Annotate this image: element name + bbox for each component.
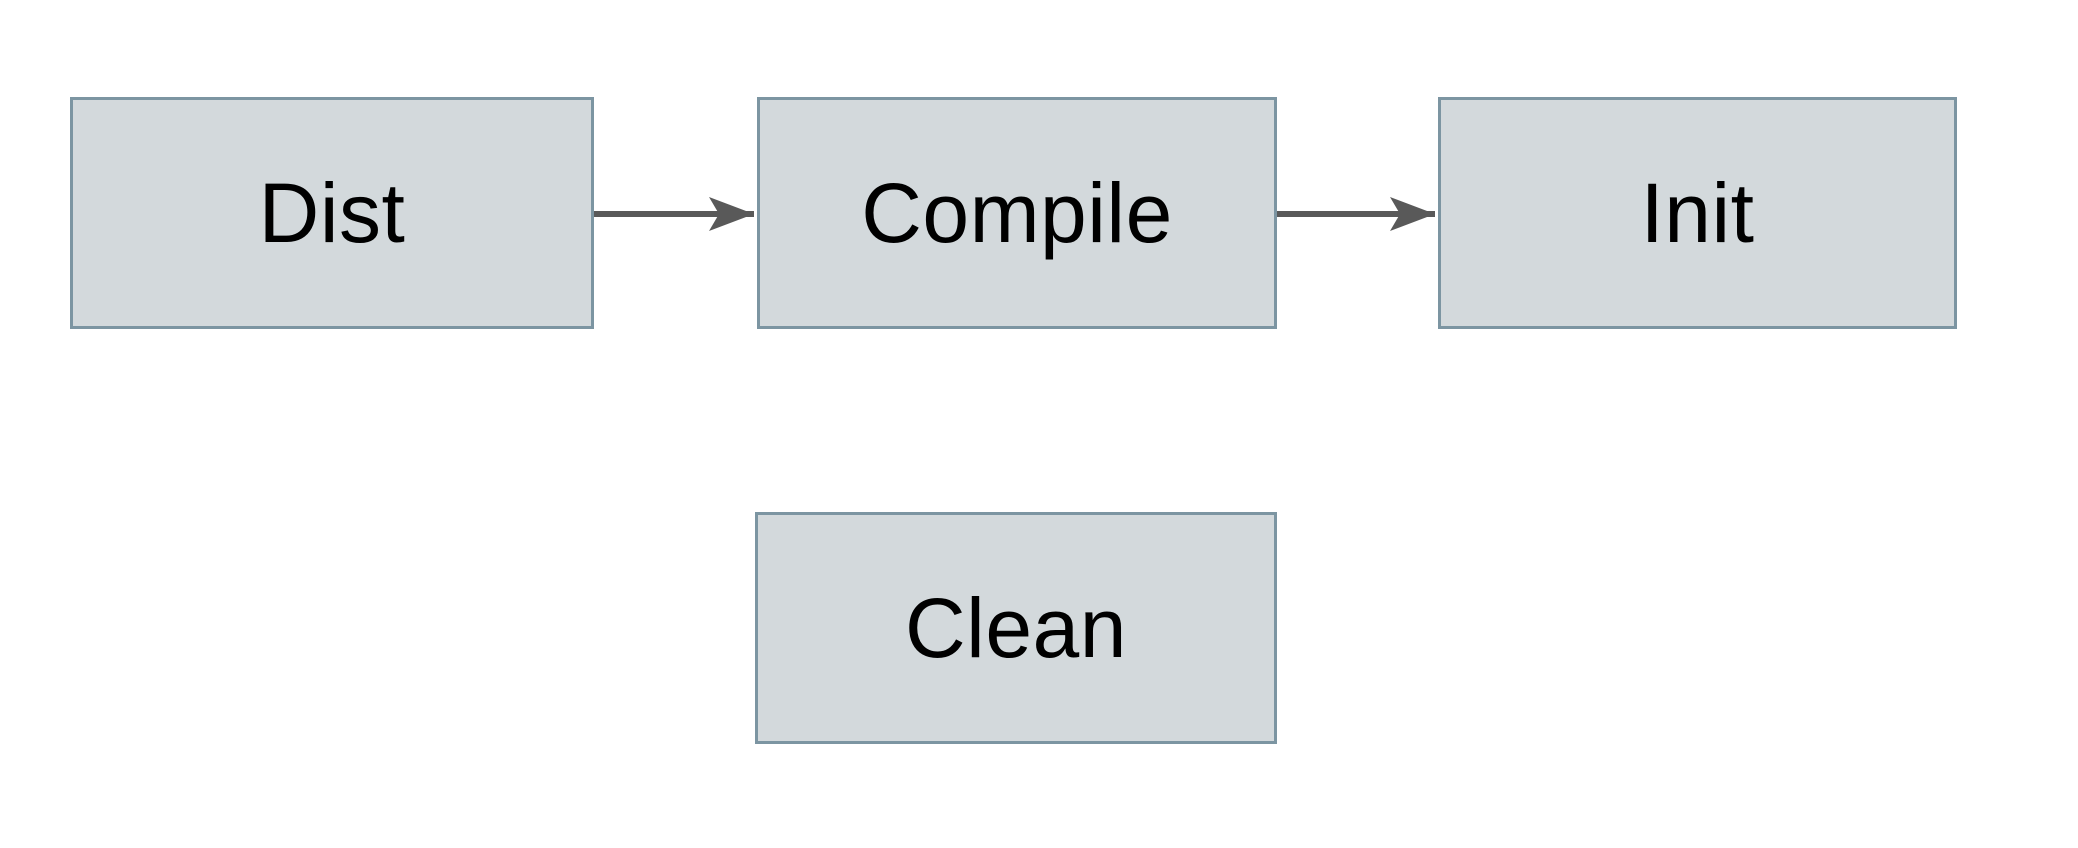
- node-init: Init: [1438, 97, 1957, 329]
- node-clean-label: Clean: [905, 581, 1127, 675]
- node-clean: Clean: [755, 512, 1277, 744]
- node-init-label: Init: [1640, 166, 1755, 260]
- node-compile: Compile: [757, 97, 1277, 329]
- node-dist: Dist: [70, 97, 594, 329]
- node-dist-label: Dist: [258, 166, 406, 260]
- node-compile-label: Compile: [861, 166, 1173, 260]
